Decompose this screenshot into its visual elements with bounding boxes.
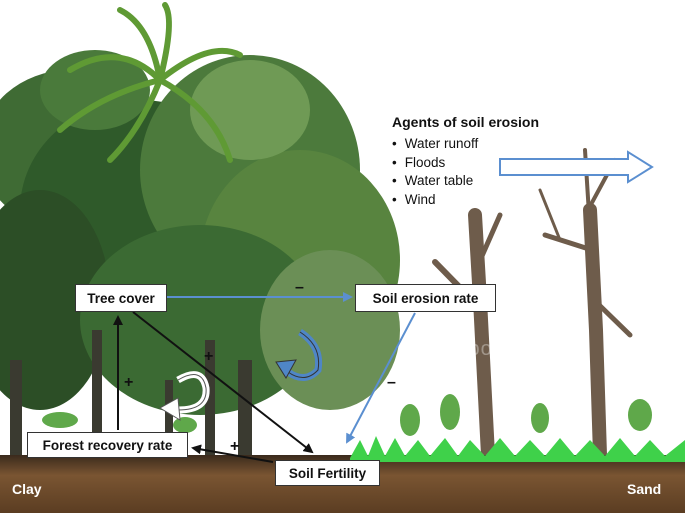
sign-tree-to-fertility: + [204, 348, 214, 365]
agents-title: Agents of soil erosion [392, 114, 540, 130]
arrow-erosion-to-fertility [346, 312, 416, 444]
arrow-fertility-to-recovery [191, 444, 274, 463]
ground-label-clay: Clay [12, 481, 42, 497]
sign-fertility-to-recovery: + [230, 438, 240, 455]
watermark-text: colourbox [408, 338, 504, 360]
agents-panel: Agents of soil erosion Water runoff Floo… [392, 114, 539, 209]
forest-canopy [0, 50, 400, 415]
agent-item: Floods [392, 154, 539, 173]
small-plants [42, 394, 652, 436]
agent-item: Water table [392, 172, 539, 191]
balancing-loop-icon [275, 329, 323, 381]
palm-tree [57, 2, 243, 163]
ground-label-sand: Sand [627, 481, 662, 497]
agents-list: Water runoff Floods Water table Wind [392, 135, 539, 209]
node-soil-erosion-rate: Soil erosion rate [355, 284, 496, 312]
sign-erosion-to-fertility: – [387, 374, 396, 391]
sign-tree-to-erosion: – [295, 279, 304, 296]
sign-recovery-to-tree: + [124, 374, 134, 391]
reinforcing-loop-icon [159, 371, 210, 421]
grass [350, 436, 685, 462]
agent-item: Wind [392, 191, 539, 210]
agent-item: Water runoff [392, 135, 539, 154]
node-forest-recovery-rate: Forest recovery rate [27, 432, 188, 458]
node-tree-cover: Tree cover [75, 284, 167, 312]
arrow-tree-to-fertility [132, 311, 314, 454]
forest-trunks [10, 330, 252, 455]
node-soil-fertility: Soil Fertility [275, 460, 380, 486]
